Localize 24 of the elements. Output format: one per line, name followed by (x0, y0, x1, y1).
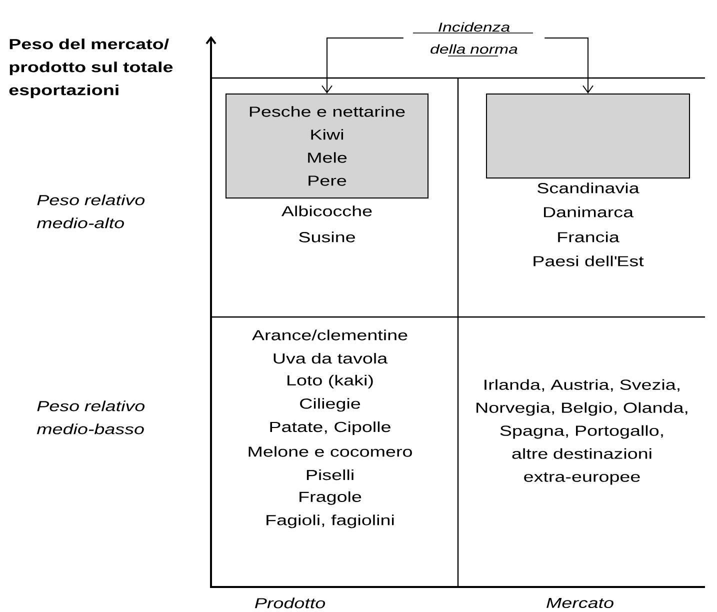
list-item: Susine (299, 232, 355, 242)
arrow (544, 38, 594, 94)
list-item: Melone e cocomero (248, 446, 412, 457)
axis-title: Peso del mercato/ prodotto sul totale esportazioni (9, 38, 173, 98)
shaded-box: Pesche e nettarine Kiwi Mele Pere (226, 94, 428, 198)
list-item: Danimarca (544, 206, 634, 218)
list-item: Fragole (300, 491, 362, 505)
list-item: Fagioli, fagiolini (266, 514, 394, 528)
country-list: Irlanda, Austria, Svezia, Norvegia, Belgio, Olanda, Spagna, Portogallo, altre destinazioni extra-europee (476, 379, 688, 485)
list-item: Ciliegie (300, 398, 360, 412)
list-item: Patate, Cipolle (270, 421, 390, 435)
axis-label: Prodotto (254, 598, 326, 608)
axis-label: Peso relativo medio-basso (36, 400, 145, 434)
list-item: Piselli (306, 469, 354, 480)
axis-label: Mercato (546, 598, 614, 608)
list-item: Uva da tavola (274, 352, 388, 364)
arrow (322, 38, 404, 94)
shaded-box (486, 94, 690, 178)
list-item: Arance/clementine (252, 330, 408, 340)
underlined-heading: Incidenza della norma (412, 22, 534, 56)
list-item: Francia (558, 232, 620, 242)
axis-label: Peso relativo medio-alto (36, 194, 145, 228)
list-item: Paesi dell'Est (534, 256, 644, 266)
list-item: Loto (kaki) (288, 374, 373, 388)
